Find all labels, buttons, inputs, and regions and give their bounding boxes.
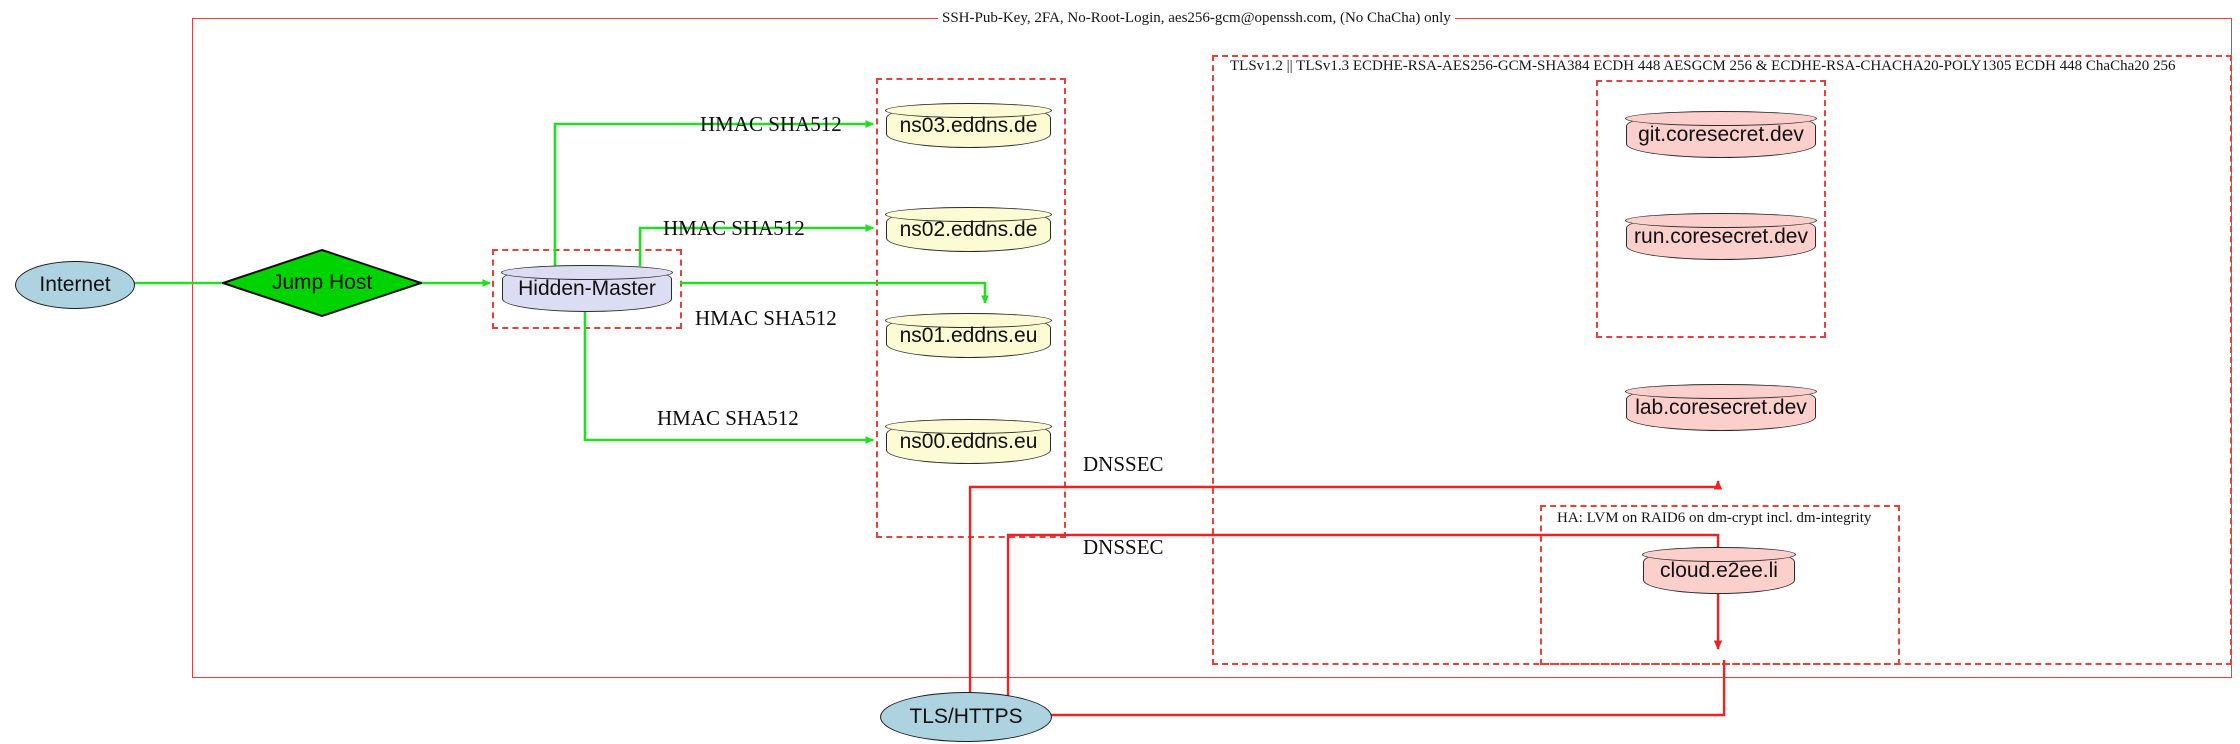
node-git-coresecret[interactable]: git.coresecret.dev bbox=[1625, 111, 1817, 158]
node-jump-host[interactable]: Jump Host bbox=[222, 249, 422, 317]
node-ns01[interactable]: ns01.eddns.eu bbox=[885, 313, 1052, 358]
cluster-ssh-label: SSH-Pub-Key, 2FA, No-Root-Login, aes256-… bbox=[938, 9, 1455, 27]
node-ns02-label: ns02.eddns.de bbox=[899, 218, 1038, 241]
node-lab-coresecret[interactable]: lab.coresecret.dev bbox=[1625, 384, 1817, 431]
cluster-ha-label: HA: LVM on RAID6 on dm-crypt incl. dm-in… bbox=[1553, 510, 1876, 527]
node-ns03[interactable]: ns03.eddns.de bbox=[885, 103, 1052, 148]
node-jump-host-label: Jump Host bbox=[271, 271, 373, 294]
edge-label-hmac-ns02: HMAC SHA512 bbox=[663, 216, 805, 240]
node-ns02[interactable]: ns02.eddns.de bbox=[885, 207, 1052, 252]
node-hidden-master-label: Hidden-Master bbox=[518, 277, 656, 300]
node-ns03-label: ns03.eddns.de bbox=[899, 114, 1038, 137]
node-run-coresecret[interactable]: run.coresecret.dev bbox=[1625, 213, 1817, 260]
node-hidden-master[interactable]: Hidden-Master bbox=[501, 265, 673, 312]
node-tls-https[interactable]: TLS/HTTPS bbox=[880, 692, 1052, 742]
edge-label-hmac-ns01: HMAC SHA512 bbox=[695, 306, 837, 330]
edge-label-dnssec-1: DNSSEC bbox=[1083, 452, 1164, 476]
node-ns00-label: ns00.eddns.eu bbox=[899, 430, 1038, 453]
node-git-coresecret-label: git.coresecret.dev bbox=[1638, 123, 1804, 146]
node-run-coresecret-label: run.coresecret.dev bbox=[1634, 225, 1808, 248]
node-internet[interactable]: Internet bbox=[15, 261, 135, 309]
edge-label-dnssec-2: DNSSEC bbox=[1083, 535, 1164, 559]
cluster-coresecret-frame bbox=[1596, 80, 1826, 338]
node-cloud-e2ee[interactable]: cloud.e2ee.li bbox=[1642, 547, 1796, 594]
edge-label-hmac-ns00: HMAC SHA512 bbox=[657, 406, 799, 430]
node-ns00[interactable]: ns00.eddns.eu bbox=[885, 419, 1052, 464]
node-lab-coresecret-label: lab.coresecret.dev bbox=[1635, 396, 1807, 419]
edge-label-hmac-ns03: HMAC SHA512 bbox=[700, 112, 842, 136]
node-tls-https-label: TLS/HTTPS bbox=[909, 705, 1023, 728]
cluster-tls-label: TLSv1.2 || TLSv1.3 ECDHE-RSA-AES256-GCM-… bbox=[1226, 58, 2180, 75]
node-cloud-e2ee-label: cloud.e2ee.li bbox=[1660, 559, 1778, 582]
node-internet-label: Internet bbox=[39, 273, 111, 296]
node-ns01-label: ns01.eddns.eu bbox=[899, 324, 1038, 347]
diamond-shape-icon bbox=[222, 249, 422, 317]
